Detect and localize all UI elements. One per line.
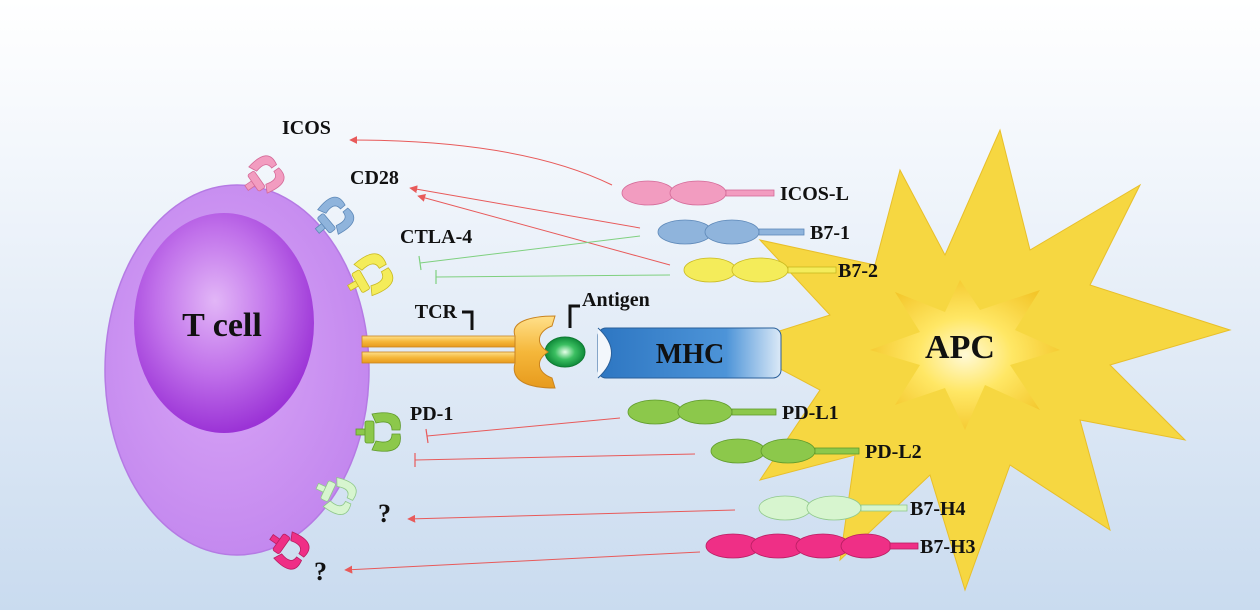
pd1-label: PD-1: [410, 403, 453, 425]
cd28-label: CD28: [350, 167, 399, 189]
ligand-pd-l2: PD-L2: [710, 438, 922, 464]
receptor-cd28: CD28: [314, 167, 399, 235]
receptor-icos: ICOS: [244, 117, 331, 194]
ligand-icos-l: ICOS-L: [621, 180, 849, 206]
interaction-lines: [344, 136, 736, 574]
antigen-pointer: [568, 304, 580, 328]
b7-1-label: B7-1: [810, 222, 850, 244]
t-cell-nucleus: [134, 213, 314, 433]
pd-l1-label: PD-L1: [782, 402, 839, 424]
apc-cell: APC: [733, 128, 1232, 592]
receptor-unknown-1: ?: [315, 476, 391, 528]
apc-star-inner: [870, 280, 1060, 430]
b7-h4-label: B7-H4: [910, 498, 966, 520]
tcr-stalk-top: [361, 335, 523, 348]
arrow-icos-l-to-icos: [349, 136, 613, 186]
inhibit-pd-l1-bar: [425, 428, 429, 444]
ligand-b7-2: B7-2: [683, 257, 878, 283]
inhibit-b7-1-bar: [418, 255, 422, 271]
tcr-mhc-complex: MHC Antigen TCR: [361, 289, 782, 389]
icos-l-label: ICOS-L: [780, 183, 849, 205]
b7-2-label: B7-2: [838, 260, 878, 282]
inhibit-b7-2-to-ctla4: [435, 274, 671, 278]
ctla4-label: CTLA-4: [400, 226, 472, 248]
ligand-pd-l1: PD-L1: [627, 399, 839, 425]
arrow-b7-h4-to-unknown: [407, 509, 736, 523]
icos-label: ICOS: [282, 117, 331, 139]
tcr-stalk-bottom: [361, 351, 523, 364]
unknown-receptor-1-label: ?: [378, 499, 391, 528]
mhc-label: MHC: [656, 339, 724, 370]
antigen-shape: [544, 336, 586, 368]
apc-label: APC: [925, 329, 995, 366]
antigen-label: Antigen: [582, 289, 650, 311]
tcr-pointer: [462, 310, 474, 330]
ligand-b7-h4: B7-H4: [758, 495, 966, 521]
arrow-b7-h3-to-unknown: [344, 551, 701, 574]
tcr-head: [513, 315, 556, 389]
t-cell-label: T cell: [182, 307, 262, 344]
mhc-groove: [597, 327, 612, 379]
t-cell: T cell: [104, 184, 370, 556]
receptor-ctla4: CTLA-4: [347, 226, 472, 297]
arrow-b7-1-to-cd28: [409, 185, 641, 229]
arrow-b7-2-to-cd28: [417, 194, 671, 266]
inhibit-pd-l1-to-pd1: [426, 417, 621, 437]
inhibit-b7-1-to-ctla4: [419, 235, 641, 264]
receptor-pd1: PD-1: [355, 403, 453, 452]
unknown-receptor-2-label: ?: [314, 557, 327, 586]
receptor-unknown-2: ?: [269, 531, 327, 586]
b7-h3-label: B7-H3: [920, 536, 976, 558]
inhibit-pd-l2-to-pd1: [414, 453, 696, 461]
ligand-b7-1: B7-1: [657, 219, 850, 245]
ligand-b7-h3: B7-H3: [705, 533, 976, 559]
pd-l2-label: PD-L2: [865, 441, 922, 463]
tcr-label: TCR: [415, 301, 458, 323]
